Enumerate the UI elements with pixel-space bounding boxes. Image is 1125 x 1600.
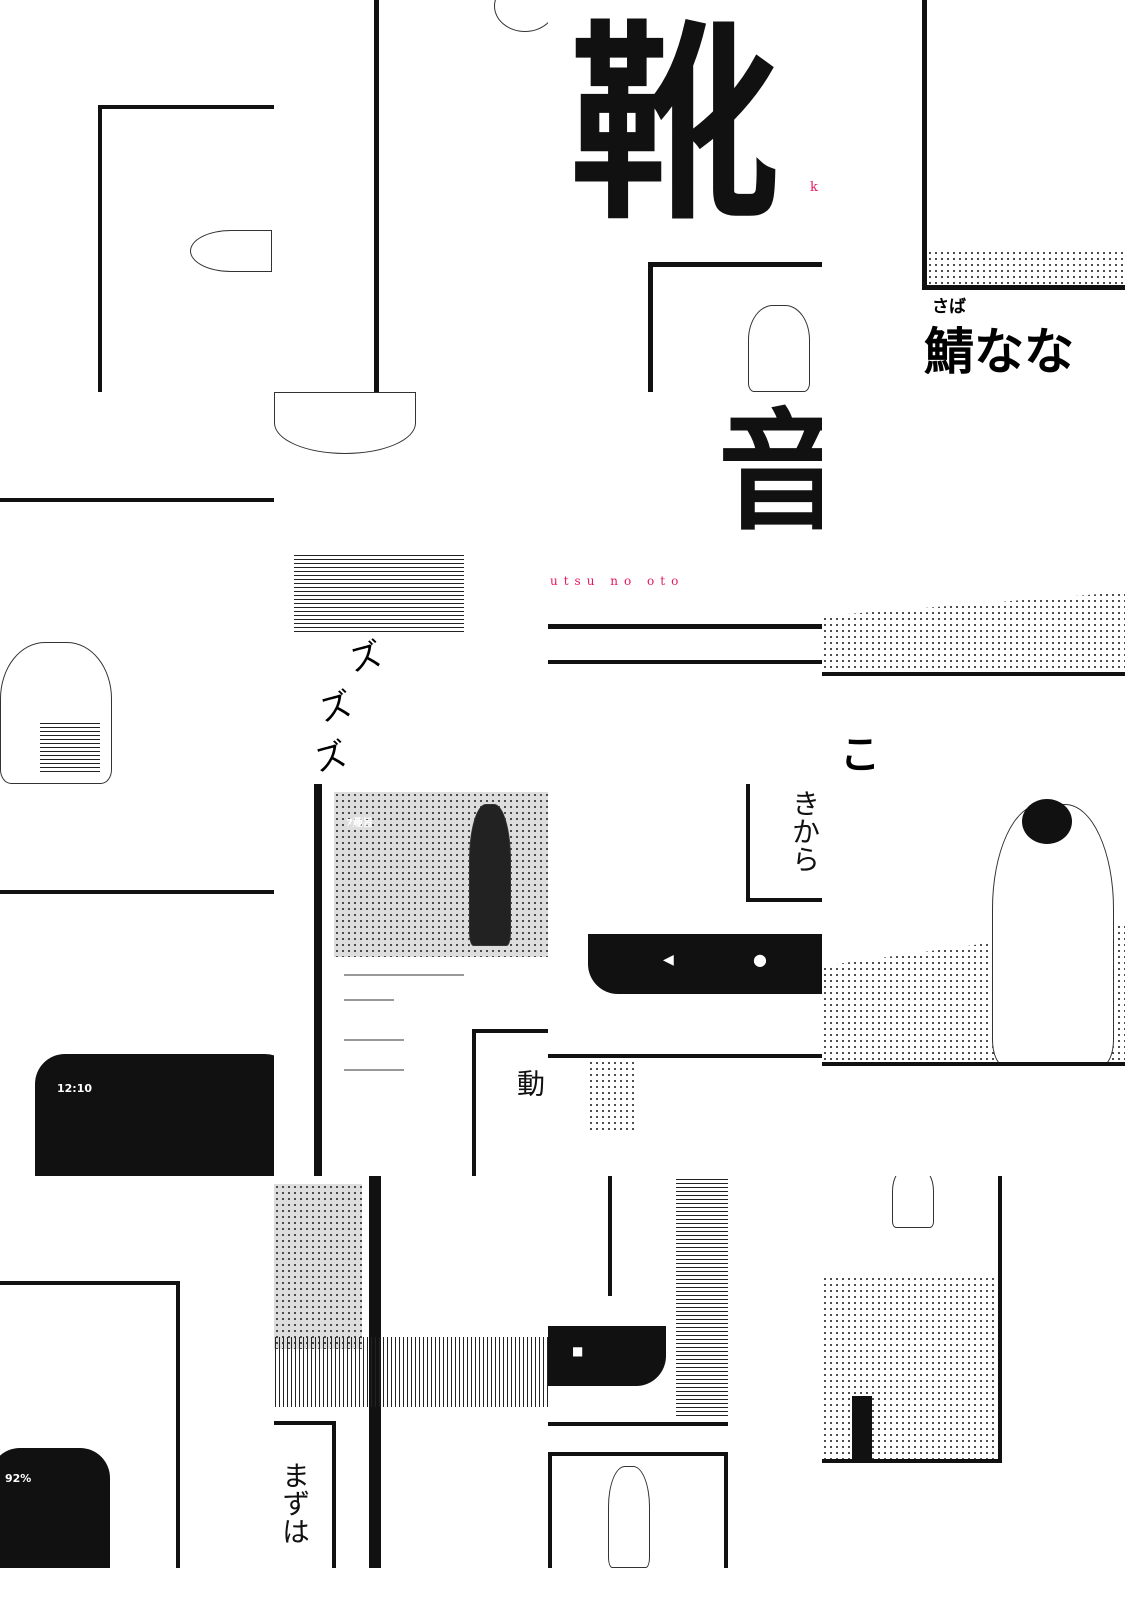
ballerina-drawing [748, 305, 810, 392]
tile-phone-nav: きから ◀ ● [548, 784, 822, 1176]
phone-time: 12:10 [57, 1082, 93, 1095]
phone-screen: 12:10 [35, 1054, 274, 1176]
feet-drawing [892, 1176, 934, 1228]
home-icon: ● [753, 950, 767, 969]
tile-phone-top: 12:10 [0, 784, 274, 1176]
sfx-zu: ズ [345, 634, 386, 680]
tutu-drawing [274, 392, 416, 454]
tile-title-oto: 音 utsu no oto [548, 392, 822, 784]
tile-phone-corner: ■ [548, 1176, 822, 1568]
video-title: 7趣旨 [346, 818, 373, 829]
recents-icon: ■ [572, 1344, 584, 1358]
tile-hallway [822, 1176, 1125, 1568]
title-kanji-kutsu: 靴 [570, 1, 781, 248]
man-drawing [992, 804, 1114, 1066]
dancer-arm-drawing [190, 230, 272, 272]
phone-battery: 92% [5, 1472, 32, 1485]
tile-dancer-resting [0, 392, 274, 784]
tile-empty-panel [0, 0, 274, 392]
tile-title-logo: 靴 k [548, 0, 822, 392]
tile-author: さば 鯖なな [822, 0, 1125, 392]
panel-text-kihon: 基本の動 [513, 1069, 546, 1097]
phone-nav-bar: ◀ ● [588, 934, 822, 994]
tile-phone-video: 7趣旨 基本の動 [274, 784, 548, 1176]
tile-man-with-phone [822, 784, 1125, 1176]
panel-text-mazuha: まずは [278, 1461, 311, 1545]
tile-pointe-feet: ズ ズ ズ [274, 392, 548, 784]
tile-panel-divider [274, 0, 548, 392]
dancer-drawing [0, 642, 112, 784]
author-furigana: さば [932, 297, 966, 317]
title-romaji: utsu no oto [550, 574, 685, 588]
phone-bottom: ■ [548, 1326, 666, 1386]
dancer-video-drawing [469, 804, 511, 946]
title-romaji-k: k [810, 180, 818, 195]
phone-screen: 92% [0, 1448, 110, 1568]
sfx-zu: ズ [310, 734, 351, 780]
cloud-drawing [494, 0, 548, 32]
author-name: 鯖なな [924, 322, 1074, 381]
panel-text-ko: こ [840, 732, 880, 778]
back-icon: ◀ [663, 952, 674, 968]
tile-street: こ [822, 392, 1125, 784]
tile-phone-status: 92% [0, 1176, 274, 1568]
tile-hand-phone: まずは [274, 1176, 548, 1568]
sfx-zu: ズ [315, 684, 356, 730]
person-drawing [608, 1466, 650, 1568]
panel-text-kikara: きから [788, 789, 821, 873]
title-kanji-oto: 音 [718, 395, 822, 548]
